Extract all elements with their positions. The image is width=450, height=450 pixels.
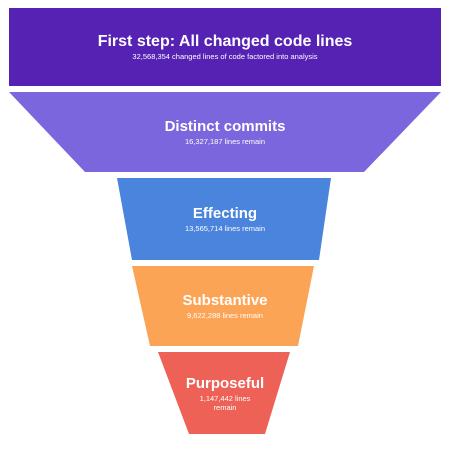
stage-title: Distinct commits: [164, 118, 286, 135]
funnel-stage-label: Effecting 13,565,714 lines remain: [185, 205, 265, 233]
stage-subtitle: 1,147,442 lines remain: [199, 393, 251, 412]
stage-subtitle: 32,568,354 changed lines of code factore…: [132, 52, 318, 61]
stage-title: Purposeful: [185, 374, 265, 392]
stage-title: Effecting: [192, 205, 258, 222]
funnel-stage-substantive: Substantive 9,622,288 lines remain: [0, 266, 450, 346]
stage-subtitle: 13,565,714 lines remain: [184, 224, 266, 233]
funnel-stage-purposeful: Purposeful 1,147,442 lines remain: [0, 352, 450, 434]
stage-subtitle: 9,622,288 lines remain: [187, 311, 263, 320]
funnel-stage-label: Distinct commits 16,327,187 lines remain: [165, 118, 286, 146]
funnel-stage-shape: [158, 352, 290, 434]
stage-title: Substantive: [182, 292, 268, 309]
stage-title: First step: All changed code lines: [97, 33, 353, 50]
funnel-stage-shape: [117, 178, 331, 260]
funnel-stage-all-changed-lines: First step: All changed code lines 32,56…: [0, 8, 450, 86]
funnel-stage-label: Substantive 9,622,288 lines remain: [182, 292, 267, 320]
funnel-stage-shape: [9, 92, 441, 172]
funnel-stage-shape: [9, 8, 441, 86]
funnel-stage-label: Purposeful 1,147,442 lines remain: [186, 375, 264, 412]
funnel-stage-shape: [132, 266, 314, 346]
funnel-stage-label: First step: All changed code lines 32,56…: [98, 33, 353, 61]
stage-subtitle: 16,327,187 lines remain: [184, 137, 266, 146]
funnel-stage-effecting: Effecting 13,565,714 lines remain: [0, 178, 450, 260]
funnel-stage-distinct-commits: Distinct commits 16,327,187 lines remain: [0, 92, 450, 172]
